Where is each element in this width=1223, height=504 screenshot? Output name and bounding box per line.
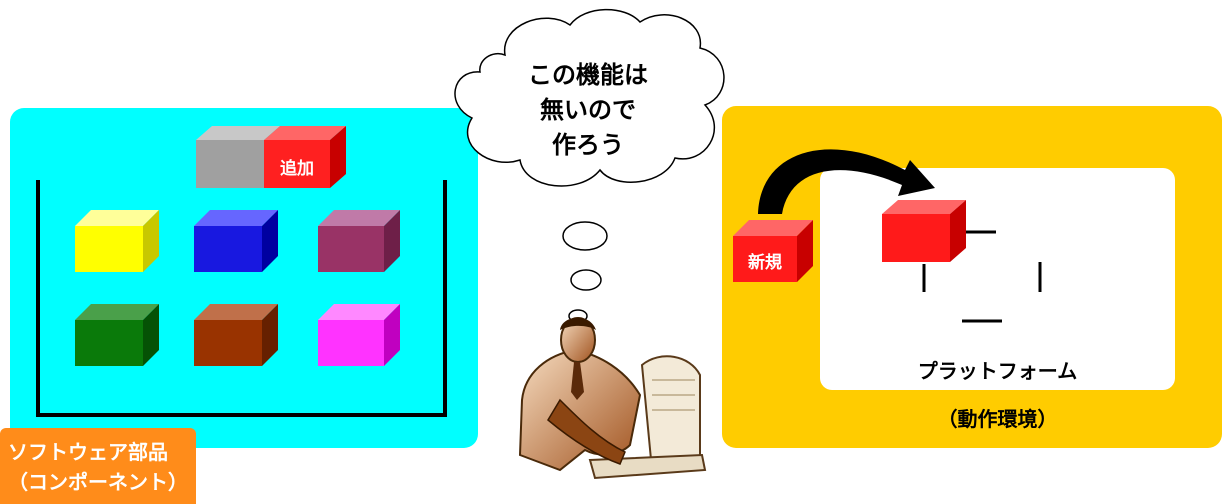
block-yellow xyxy=(75,210,159,272)
block-brown xyxy=(194,304,278,366)
person-at-computer-icon xyxy=(518,317,707,480)
block-blue xyxy=(194,210,278,272)
install-arrow xyxy=(758,149,935,214)
new-block-label: 新規 xyxy=(748,253,782,273)
new-block xyxy=(733,220,813,282)
block-plum xyxy=(318,210,400,272)
thought-line-2: 無いので xyxy=(540,96,636,124)
add-block xyxy=(196,126,346,188)
component-container xyxy=(36,180,447,417)
platform-block xyxy=(882,200,966,262)
thought-line-1: この機能は xyxy=(528,61,648,89)
thought-bubble-large xyxy=(562,221,608,251)
thought-text: この機能は 無いので 作ろう xyxy=(488,58,688,163)
component-caption-line1: ソフトウェア部品 xyxy=(8,440,168,464)
block-magenta xyxy=(318,304,400,366)
platform-label: プラットフォーム xyxy=(917,359,1078,383)
component-caption-line2: （コンポーネント） xyxy=(8,470,188,494)
component-caption: ソフトウェア部品 （コンポーネント） xyxy=(0,428,196,504)
thought-bubble-medium xyxy=(570,269,602,291)
thought-cloud xyxy=(454,8,725,323)
block-green xyxy=(75,304,159,366)
add-block-label: 追加 xyxy=(280,159,314,179)
platform-sublabel: （動作環境） xyxy=(937,407,1058,431)
thought-line-3: 作ろう xyxy=(552,131,624,159)
